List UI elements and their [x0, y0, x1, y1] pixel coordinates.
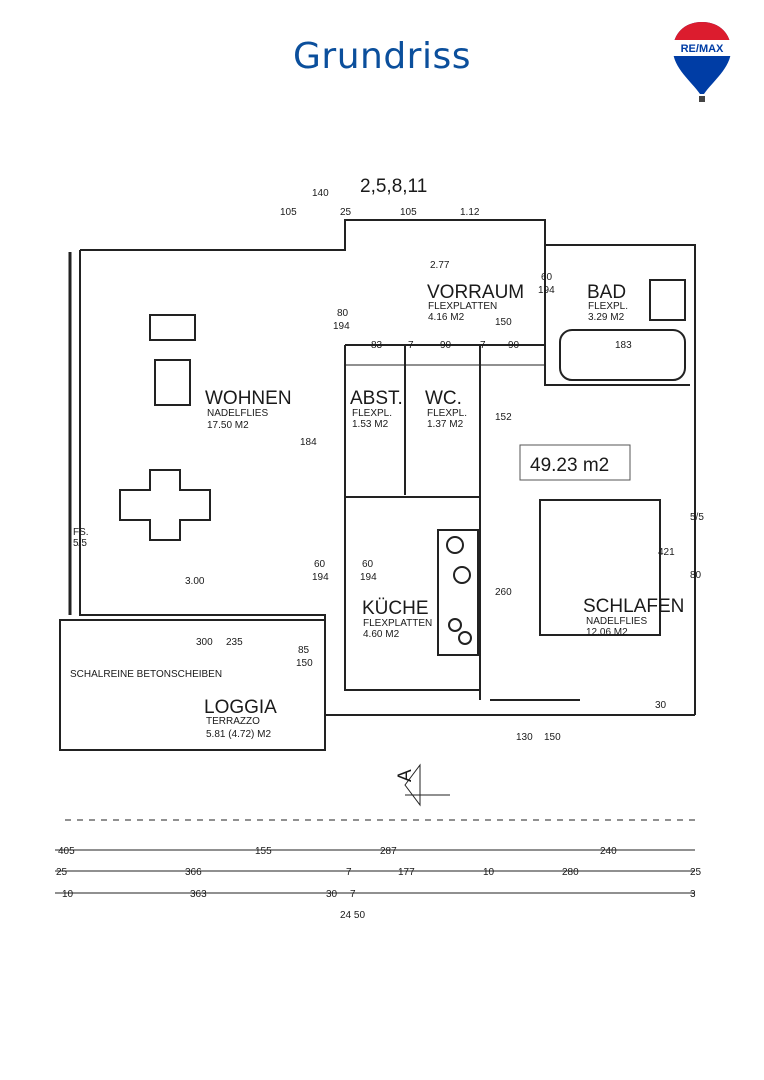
room-wc: WC. FLEXPL. 1.37 M2: [425, 388, 467, 430]
room-vorraum: VORRAUM FLEXPLATTEN 4.16 M2: [427, 282, 524, 323]
svg-text:7: 7: [350, 889, 356, 900]
svg-text:194: 194: [333, 321, 350, 332]
svg-text:25: 25: [56, 867, 68, 878]
page-title: Grundriss: [293, 36, 471, 77]
svg-text:KÜCHE: KÜCHE: [362, 598, 429, 619]
svg-text:VORRAUM: VORRAUM: [427, 282, 524, 303]
svg-text:FLEXPL.: FLEXPL.: [352, 408, 392, 419]
svg-text:140: 140: [312, 188, 329, 199]
svg-text:25: 25: [690, 867, 702, 878]
svg-text:12.06 M2: 12.06 M2: [586, 627, 628, 638]
svg-text:3.29 M2: 3.29 M2: [588, 312, 625, 323]
dimension-lines: [55, 364, 695, 894]
room-wohnen: WOHNEN NADELFLIES 17.50 M2: [205, 388, 292, 431]
svg-text:155: 155: [255, 846, 272, 857]
svg-text:194: 194: [360, 572, 377, 583]
svg-text:FLEXPL.: FLEXPL.: [427, 408, 467, 419]
svg-text:5.81 (4.72) M2: 5.81 (4.72) M2: [206, 729, 271, 740]
svg-text:287: 287: [380, 846, 397, 857]
svg-text:60: 60: [541, 272, 553, 283]
svg-text:280: 280: [562, 867, 579, 878]
svg-text:85: 85: [298, 645, 310, 656]
svg-text:WC.: WC.: [425, 388, 462, 409]
logo-text: RE/MAX: [681, 43, 724, 55]
svg-text:363: 363: [190, 889, 207, 900]
svg-text:300: 300: [196, 637, 213, 648]
svg-text:NADELFLIES: NADELFLIES: [586, 616, 647, 627]
svg-text:3: 3: [690, 889, 696, 900]
svg-text:30: 30: [655, 700, 667, 711]
svg-text:421: 421: [658, 547, 675, 558]
svg-text:90: 90: [440, 340, 452, 351]
svg-text:150: 150: [296, 658, 313, 669]
svg-text:80: 80: [690, 570, 702, 581]
room-schlafen: SCHLAFEN NADELFLIES 12.06 M2: [583, 596, 684, 638]
svg-text:80: 80: [337, 308, 349, 319]
svg-text:194: 194: [312, 572, 329, 583]
svg-text:4.60 M2: 4.60 M2: [363, 629, 400, 640]
svg-text:WOHNEN: WOHNEN: [205, 388, 292, 409]
svg-text:7: 7: [408, 340, 414, 351]
svg-text:183: 183: [615, 340, 632, 351]
svg-text:150: 150: [495, 317, 512, 328]
svg-text:60: 60: [362, 559, 374, 570]
section-marker: A: [395, 769, 416, 782]
svg-text:60: 60: [314, 559, 326, 570]
svg-text:105: 105: [280, 207, 297, 218]
svg-text:7: 7: [480, 340, 486, 351]
svg-text:ABST.: ABST.: [350, 388, 403, 409]
svg-text:1.53 M2: 1.53 M2: [352, 419, 389, 430]
svg-text:10: 10: [483, 867, 495, 878]
svg-text:150: 150: [544, 732, 561, 743]
svg-text:194: 194: [538, 285, 555, 296]
svg-text:30: 30: [326, 889, 338, 900]
bottom-dimensions: 405 155 287 240 25 366 7 177 10 280 25 1…: [56, 846, 702, 921]
svg-text:90: 90: [508, 340, 520, 351]
total-area: 49.23 m2: [530, 455, 609, 476]
svg-text:235: 235: [226, 637, 243, 648]
svg-text:FLEXPL.: FLEXPL.: [588, 301, 628, 312]
fs-label: FS.: [73, 527, 89, 538]
fs-value: 5/5: [73, 538, 87, 549]
room-bad: BAD FLEXPL. 3.29 M2: [587, 282, 628, 323]
svg-text:25: 25: [340, 207, 352, 218]
svg-text:366: 366: [185, 867, 202, 878]
svg-text:10: 10: [62, 889, 74, 900]
svg-text:24 50: 24 50: [340, 910, 365, 921]
svg-text:2.77: 2.77: [430, 260, 450, 271]
remax-balloon-logo: RE/MAX: [673, 22, 731, 102]
svg-text:83: 83: [371, 340, 383, 351]
window-dim: 3.00: [185, 576, 205, 587]
room-kueche: KÜCHE FLEXPLATTEN 4.60 M2: [362, 598, 432, 640]
marker-label: 2,5,8,11: [360, 176, 427, 197]
svg-text:TERRAZZO: TERRAZZO: [206, 716, 260, 727]
svg-text:130: 130: [516, 732, 533, 743]
loggia-note: SCHALREINE BETONSCHEIBEN: [70, 669, 222, 680]
svg-text:260: 260: [495, 587, 512, 598]
svg-text:BAD: BAD: [587, 282, 626, 303]
walls: [59, 219, 696, 821]
svg-text:5/5: 5/5: [690, 512, 704, 523]
top-dimensions: 140 105 25 105 1.12 2.77 60 194 80 194 8…: [196, 188, 704, 743]
svg-text:1.37 M2: 1.37 M2: [427, 419, 464, 430]
svg-text:SCHLAFEN: SCHLAFEN: [583, 596, 684, 617]
svg-text:177: 177: [398, 867, 415, 878]
svg-text:7: 7: [346, 867, 352, 878]
svg-text:240: 240: [600, 846, 617, 857]
svg-text:4.16 M2: 4.16 M2: [428, 312, 465, 323]
svg-text:1.12: 1.12: [460, 207, 480, 218]
room-loggia: LOGGIA TERRAZZO 5.81 (4.72) M2: [204, 697, 277, 740]
svg-text:17.50 M2: 17.50 M2: [207, 420, 249, 431]
room-abst: ABST. FLEXPL. 1.53 M2: [350, 388, 403, 430]
svg-text:152: 152: [495, 412, 512, 423]
svg-text:FLEXPLATTEN: FLEXPLATTEN: [363, 618, 432, 629]
svg-text:NADELFLIES: NADELFLIES: [207, 408, 268, 419]
svg-text:FLEXPLATTEN: FLEXPLATTEN: [428, 301, 497, 312]
svg-text:105: 105: [400, 207, 417, 218]
svg-text:184: 184: [300, 437, 317, 448]
svg-text:LOGGIA: LOGGIA: [204, 697, 277, 718]
svg-text:405: 405: [58, 846, 75, 857]
